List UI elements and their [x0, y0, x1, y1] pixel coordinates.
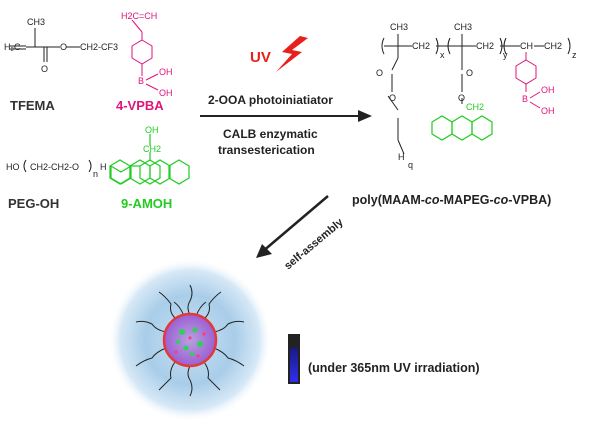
polymer-o-2: O: [389, 93, 396, 103]
core-boron-marks: [174, 332, 206, 358]
peg-n: n: [93, 169, 98, 179]
vpba-structure: [131, 19, 159, 91]
polymer-anthracene: [431, 115, 493, 141]
micelle-chains: [135, 284, 245, 397]
polymer-oh1: OH: [541, 85, 555, 95]
polymer-ch2-b: CH2: [476, 41, 494, 51]
condition-bottom-1: CALB enzymatic: [223, 127, 318, 141]
polymer-o-4: O: [458, 93, 465, 103]
polymer-ch2-c: CH2: [544, 41, 562, 51]
polymer-oh2: OH: [541, 106, 555, 116]
svg-text:H₂C: H₂C: [4, 42, 21, 52]
amoh-rings: [109, 159, 171, 185]
vpba-oh1: OH: [159, 67, 173, 77]
polymer-phenyl: [515, 52, 541, 109]
peg-label: PEG-OH: [8, 196, 59, 211]
assembly-label: self-assembly: [282, 216, 346, 273]
vpba-boron: B: [138, 76, 144, 86]
reaction-arrow-head: [358, 110, 372, 122]
polymer-backbone: [381, 34, 571, 155]
polymer-ch3-a: CH3: [390, 22, 408, 32]
peg-ho: HO: [6, 162, 20, 172]
polymer-ch-vpba: CH: [520, 41, 533, 51]
tfema-carbonyl-o: O: [41, 64, 48, 74]
vpba-label: 4-VPBA: [116, 98, 164, 113]
tfema-tail: CH2-CF3: [80, 42, 118, 52]
core-dots: [176, 327, 203, 356]
condition-bottom-2: transesterication: [218, 143, 315, 157]
vial-caption: (under 365nm UV irradiation): [308, 361, 480, 375]
vpba-oh2: OH: [159, 88, 173, 98]
tfema-label: TFEMA: [10, 98, 55, 113]
polymer-sub-x: x: [440, 50, 445, 60]
polymer-ch2-link: CH2: [466, 102, 484, 112]
peg-bracket-right: [88, 159, 92, 173]
micelle-core: [162, 312, 218, 368]
polymer-o-3: O: [466, 68, 473, 78]
micelle: [108, 258, 272, 422]
polymer-sub-z: z: [572, 50, 577, 60]
polymer-ch2-a: CH2: [412, 41, 430, 51]
polymer-boron: B: [522, 94, 528, 104]
peg-bracket-left: [23, 159, 27, 173]
amoh-oh: OH: [145, 125, 159, 135]
peg-unit: CH2-CH2-O: [30, 162, 79, 172]
polymer-name: poly(MAAM-co-MAPEG-co-VPBA): [352, 193, 551, 207]
vial: [288, 334, 300, 384]
polymer-q: q: [408, 160, 413, 170]
assembly-arrow-shaft: [261, 195, 329, 253]
uv-label: UV: [250, 49, 271, 66]
vial-glow: [290, 348, 298, 382]
vpba-vinyl: H2C=CH: [121, 11, 157, 21]
amoh-label: 9-AMOH: [121, 196, 172, 211]
polymer-o-1: O: [376, 68, 383, 78]
tfema-structure: [10, 28, 80, 62]
condition-top: 2-OOA photoiniatiator: [208, 93, 333, 107]
lightning-bolt-icon: [276, 36, 308, 72]
peg-h: H: [100, 162, 107, 172]
polymer-ch3-b: CH3: [454, 22, 472, 32]
amoh-ch2: CH2: [143, 144, 161, 154]
tfema-ch3: CH3: [27, 17, 45, 27]
polymer-h: H: [398, 152, 405, 162]
tfema-ester-o: O: [60, 42, 67, 52]
assembly-arrow-head: [256, 244, 272, 258]
polymer-sub-y: y: [503, 50, 508, 60]
